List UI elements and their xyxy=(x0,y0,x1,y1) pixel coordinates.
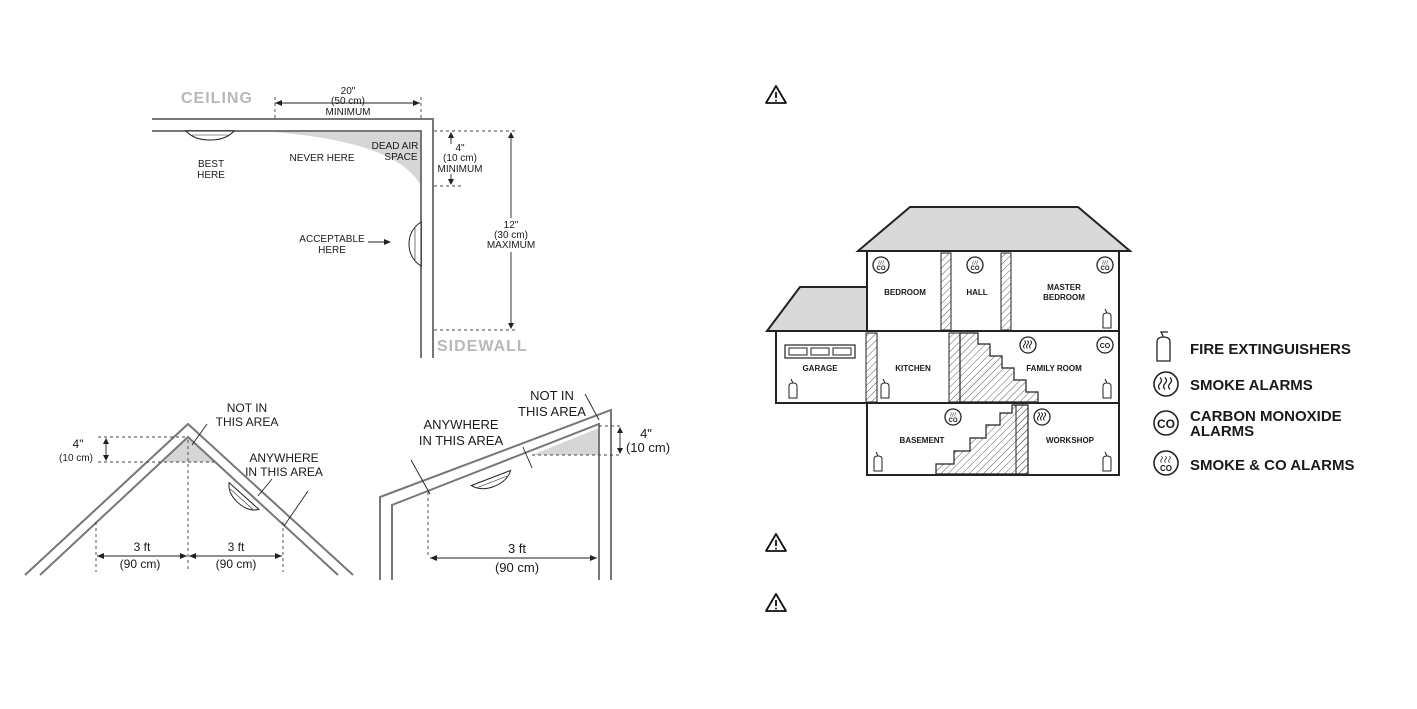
warning-icon xyxy=(765,85,787,104)
peaked-ceiling-diagram: NOT IN THIS AREA ANYWHERE IN THIS AREA 4… xyxy=(24,401,354,576)
peak-anywhere-line2: IN THIS AREA xyxy=(245,465,323,479)
co-alarm-icon: CO xyxy=(1096,336,1114,354)
dim-12-metric: (30 cm) xyxy=(494,230,528,241)
house-floorplan: BEDROOM HALL MASTER BEDROOM GARAGE KITCH… xyxy=(765,206,1133,476)
legend-fire-label: FIRE EXTINGUISHERS xyxy=(1190,341,1351,358)
dim-4-note: MINIMUM xyxy=(438,164,483,175)
room-kitchen: KITCHEN xyxy=(895,364,931,373)
room-family: FAMILY ROOM xyxy=(1026,364,1082,373)
slope-dim-3ft-value: 3 ft xyxy=(508,541,526,556)
legend-fire-extinguisher-icon xyxy=(1156,331,1171,362)
peak-dim-4-metric: (10 cm) xyxy=(59,453,93,464)
best-here-line2: HERE xyxy=(197,170,225,181)
slope-dim-4-metric: (10 cm) xyxy=(626,440,670,455)
slope-not-in-line1: NOT IN xyxy=(530,388,574,403)
fire-extinguisher-icon xyxy=(873,451,883,472)
peak-dim-right-metric: (90 cm) xyxy=(216,557,257,571)
peak-outer-line xyxy=(24,422,354,576)
legend-smoke-co-alarm-icon: CO xyxy=(1153,450,1179,476)
icon-co-text: CO xyxy=(971,266,980,272)
wall-detector xyxy=(408,221,422,267)
icon-co-text: CO xyxy=(949,418,958,424)
dead-air-shade xyxy=(260,131,422,188)
dead-air-label-line2: SPACE xyxy=(384,152,417,163)
inner-wall-line xyxy=(152,130,422,358)
smoke-co-alarm-icon: CO xyxy=(872,256,890,274)
slope-anywhere-line2: IN THIS AREA xyxy=(419,433,504,448)
legend-co-label-line1: CARBON MONOXIDE xyxy=(1190,408,1342,425)
acceptable-here-line1: ACCEPTABLE xyxy=(299,234,365,245)
ceiling-label: CEILING xyxy=(181,90,253,107)
ceiling-sidewall-diagram: CEILING SIDEWALL 20" (50 cm) MINIMUM 4" … xyxy=(152,86,535,358)
slope-detector xyxy=(470,469,512,490)
legend-smoke-alarm-icon xyxy=(1153,371,1179,397)
dead-air-label-line1: DEAD AIR xyxy=(372,141,419,152)
sidewall-label: SIDEWALL xyxy=(437,338,528,355)
fire-extinguisher-icon xyxy=(788,378,798,399)
legend-smoke-co-label: SMOKE & CO ALARMS xyxy=(1190,457,1354,474)
room-master-line2: BEDROOM xyxy=(1043,293,1085,302)
smoke-co-alarm-icon: CO xyxy=(966,256,984,274)
room-basement: BASEMENT xyxy=(900,436,945,445)
fire-extinguisher-icon xyxy=(1102,378,1112,399)
peak-inner-line xyxy=(39,435,339,576)
legend-smoke-label: SMOKE ALARMS xyxy=(1190,377,1313,394)
smoke-co-alarm-icon: CO xyxy=(944,408,962,426)
legend-co-alarm-icon: CO xyxy=(1153,410,1179,436)
legend-co-label-line2: ALARMS xyxy=(1190,423,1254,440)
peak-dim-right-value: 3 ft xyxy=(228,540,245,554)
peak-anywhere-line1: ANYWHERE xyxy=(249,451,318,465)
peak-dim-4-value: 4" xyxy=(73,437,84,451)
dim-12-value: 12" xyxy=(504,220,519,231)
dim-20-metric: (50 cm) xyxy=(331,96,365,107)
slope-inner-line xyxy=(391,422,600,580)
room-master-line1: MASTER xyxy=(1047,283,1081,292)
peak-dim-left-value: 3 ft xyxy=(134,540,151,554)
slope-not-in-line2: THIS AREA xyxy=(518,404,586,419)
dim-4-metric: (10 cm) xyxy=(443,153,477,164)
sloped-ceiling-diagram: NOT IN THIS AREA ANYWHERE IN THIS AREA 4… xyxy=(379,388,670,580)
legend-co-icon-text: CO xyxy=(1157,417,1175,431)
peak-shade xyxy=(163,437,214,462)
peak-detector xyxy=(228,481,260,511)
peak-dim-left-metric: (90 cm) xyxy=(120,557,161,571)
best-here-line1: BEST xyxy=(198,159,224,170)
outer-wall-line xyxy=(152,118,434,358)
slope-anywhere-line1: ANYWHERE xyxy=(423,417,498,432)
dim-20-note: MINIMUM xyxy=(326,107,371,118)
slope-dim-4-value: 4" xyxy=(640,426,652,441)
fire-extinguisher-icon xyxy=(1102,451,1112,472)
slope-dim-3ft-metric: (90 cm) xyxy=(495,560,539,575)
ceiling-detector xyxy=(184,130,236,141)
icon-co-text: CO xyxy=(1101,266,1110,272)
slope-outer-line xyxy=(379,408,612,580)
slope-shade xyxy=(532,428,599,455)
icon-co-text: CO xyxy=(877,266,886,272)
warning-icon xyxy=(765,593,787,612)
smoke-co-alarm-icon: CO xyxy=(1096,256,1114,274)
garage-roof xyxy=(765,286,869,332)
smoke-alarm-icon xyxy=(1033,408,1051,426)
room-bedroom: BEDROOM xyxy=(884,288,926,297)
dim-20-value: 20" xyxy=(341,86,356,97)
icon-co-text: CO xyxy=(1100,343,1111,350)
never-here-label: NEVER HERE xyxy=(289,153,354,164)
peak-not-in-line1: NOT IN xyxy=(227,401,267,415)
smoke-alarm-icon xyxy=(1019,336,1037,354)
fire-extinguisher-icon xyxy=(1102,308,1112,329)
main-roof xyxy=(855,206,1133,252)
fire-extinguisher-icon xyxy=(880,378,890,399)
dim-4-value: 4" xyxy=(455,143,465,154)
dim-12-note: MAXIMUM xyxy=(487,240,535,251)
warning-icon xyxy=(765,533,787,552)
legend: FIRE EXTINGUISHERS SMOKE ALARMS CO CARBO… xyxy=(1153,331,1354,476)
room-workshop: WORKSHOP xyxy=(1046,436,1095,445)
acceptable-here-line2: HERE xyxy=(318,245,346,256)
room-garage: GARAGE xyxy=(802,364,838,373)
room-hall: HALL xyxy=(966,288,987,297)
peak-not-in-line2: THIS AREA xyxy=(216,415,279,429)
legend-smoke-co-icon-text: CO xyxy=(1160,464,1172,473)
